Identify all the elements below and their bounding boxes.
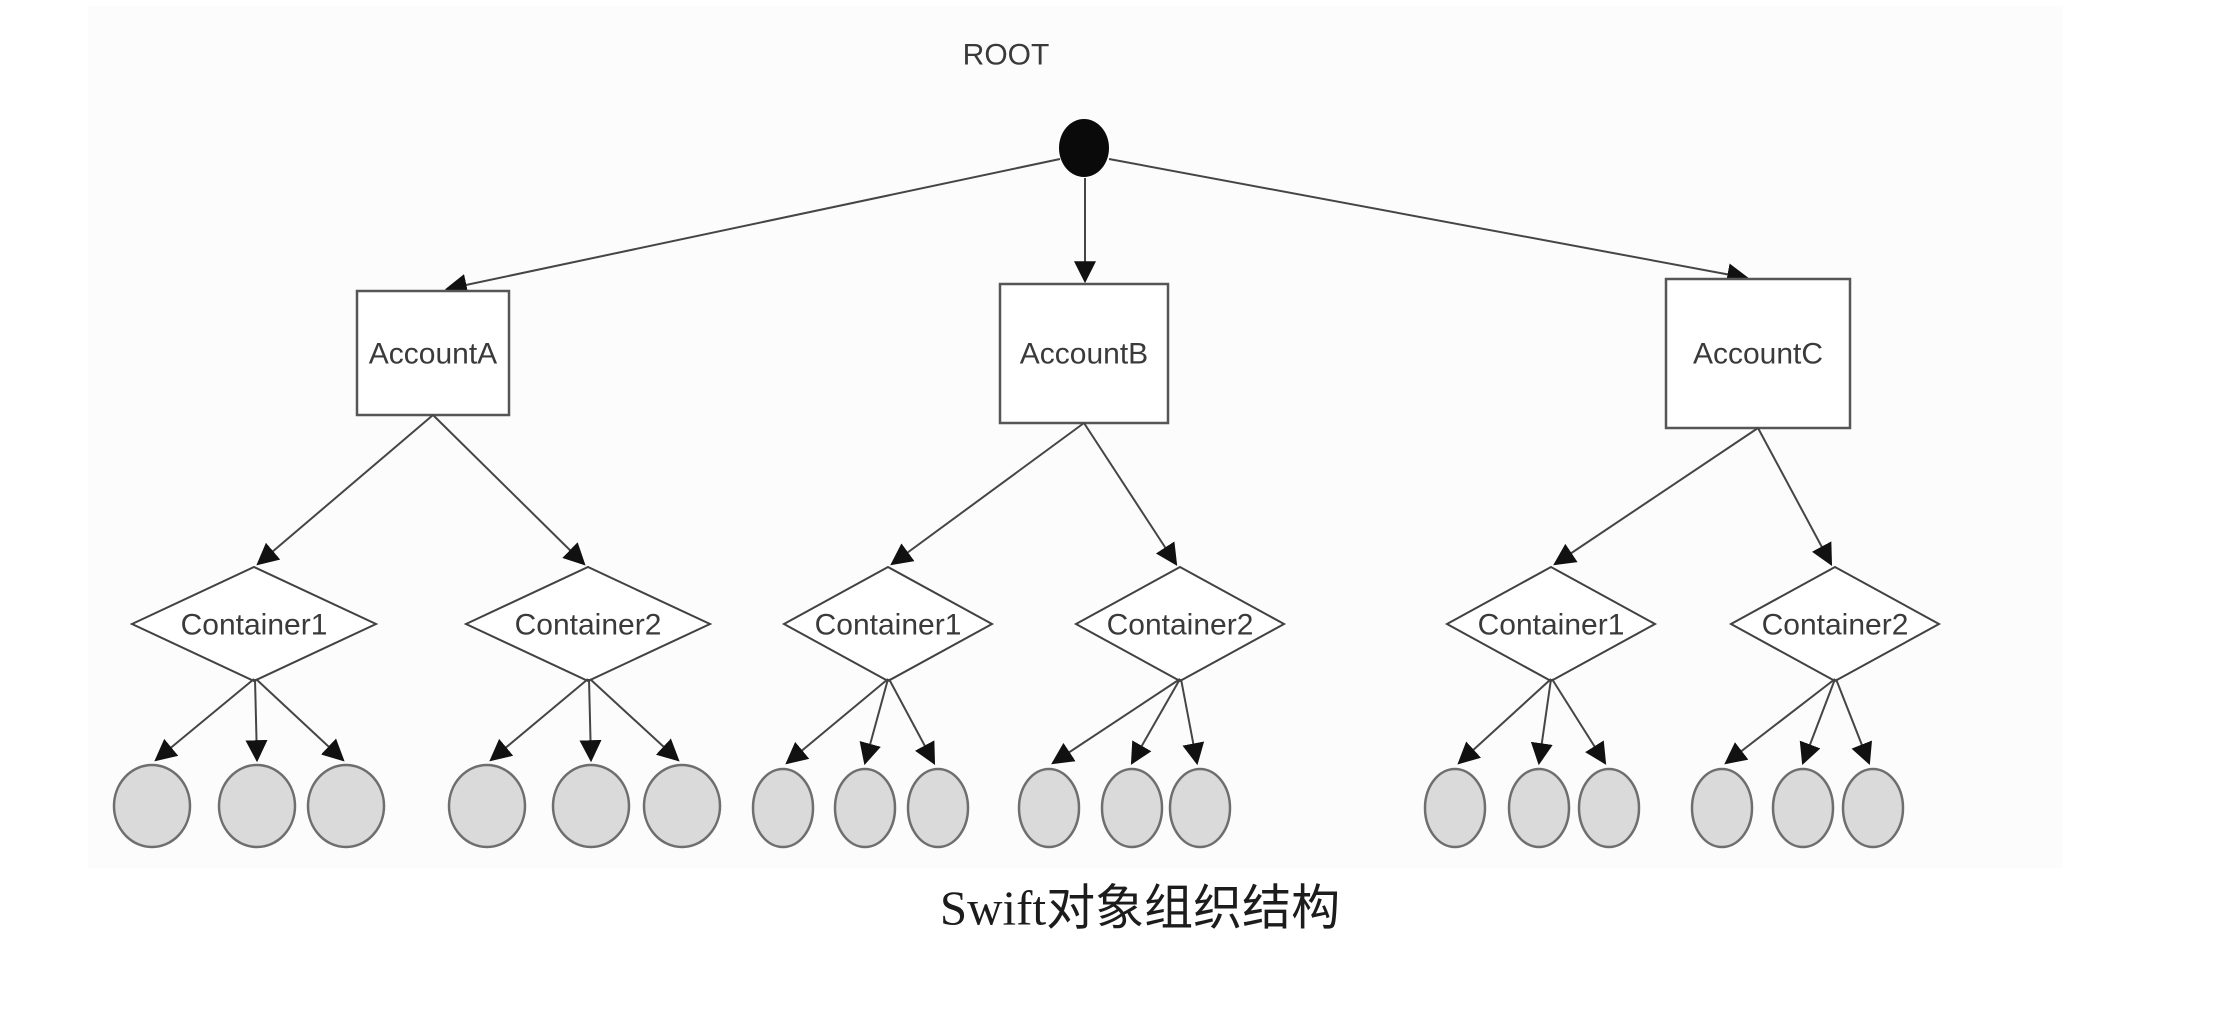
edge-containerc2-object <box>1724 678 1836 765</box>
container-label-c2: Container2 <box>1762 609 1909 642</box>
edge-containera1-object <box>154 678 255 762</box>
object-node <box>217 763 297 849</box>
account-label-b: AccountB <box>1020 338 1148 371</box>
account-box-c <box>1664 277 1852 430</box>
object-node <box>306 763 386 849</box>
account-group-c: AccountC Container1 Container2 <box>1423 277 1942 849</box>
object-node <box>1423 767 1487 849</box>
container-label-b1: Container1 <box>815 609 962 642</box>
edge-containera2-object <box>579 678 602 763</box>
object-node <box>751 767 815 849</box>
account-group-b: AccountB Container1 Container2 <box>751 282 1287 849</box>
diagram-caption: Swift对象组织结构 <box>940 881 1340 936</box>
edge-accountc-container2 <box>1757 427 1833 566</box>
object-node <box>551 763 631 849</box>
object-node <box>1100 767 1164 849</box>
edge-accountb-container1 <box>890 422 1085 566</box>
edge-containerc2-object <box>1835 678 1872 766</box>
edge-containera1-object <box>255 678 345 762</box>
object-node <box>642 763 722 849</box>
container-diamond-c1 <box>1444 565 1658 683</box>
edge-accountc-container1 <box>1553 427 1759 566</box>
object-node <box>1507 767 1571 849</box>
account-label-a: AccountA <box>369 338 497 371</box>
edge-containerc1-object <box>1551 678 1607 765</box>
edge-containera2-object <box>589 678 680 762</box>
edge-accounta-container2 <box>432 414 586 566</box>
root-node <box>1059 119 1109 177</box>
edge-root-accounta <box>444 158 1061 296</box>
edge-containera1-object <box>245 678 268 763</box>
object-node <box>833 767 897 849</box>
edge-containerc1-object <box>1457 678 1552 765</box>
account-label-c: AccountC <box>1693 338 1823 371</box>
edge-containerb1-object <box>888 678 936 765</box>
edge-containerc2-object <box>1799 678 1836 766</box>
edge-root-accountc <box>1108 158 1750 286</box>
container-diamond-c2 <box>1728 565 1942 683</box>
container-label-a2: Container2 <box>515 609 662 642</box>
container-label-b2: Container2 <box>1107 609 1254 642</box>
edge-containerb2-object <box>1180 678 1205 766</box>
account-box-b <box>998 282 1170 425</box>
edge-containerc1-object <box>1530 678 1553 766</box>
container-label-a1: Container1 <box>181 609 328 642</box>
edge-containerb2-object <box>1130 678 1181 765</box>
container-diamond-a1 <box>129 565 379 683</box>
object-node <box>1690 767 1754 849</box>
object-node <box>906 767 970 849</box>
object-node <box>447 763 527 849</box>
object-node <box>1771 767 1835 849</box>
edge-accountb-container2 <box>1083 422 1178 566</box>
object-node <box>1168 767 1232 849</box>
edge-containerb1-object <box>859 678 889 766</box>
edge-containera2-object <box>489 678 589 762</box>
root-label: ROOT <box>963 39 1050 72</box>
object-node <box>1017 767 1081 849</box>
account-group-a: AccountA Container1 Container2 <box>112 289 722 849</box>
edge-containerb2-object <box>1051 678 1181 765</box>
edge-containerb1-object <box>785 678 889 765</box>
container-diamond-b2 <box>1073 565 1287 683</box>
container-diamond-b1 <box>781 565 995 683</box>
container-diamond-a2 <box>463 565 713 683</box>
edge-accounta-container1 <box>256 414 434 566</box>
object-node <box>1841 767 1905 849</box>
container-label-c1: Container1 <box>1478 609 1625 642</box>
object-node <box>112 763 192 849</box>
object-node <box>1577 767 1641 849</box>
